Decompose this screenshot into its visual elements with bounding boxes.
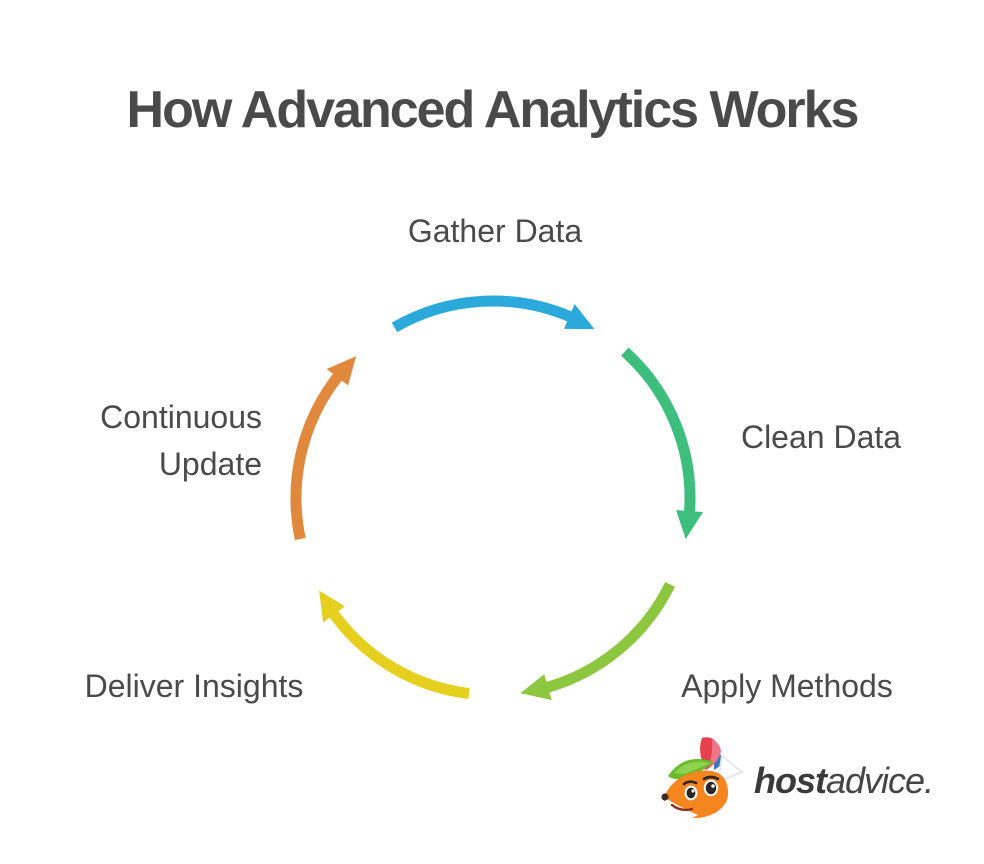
cycle-arrow-clean-data: [621, 347, 696, 515]
page-title: How Advanced Analytics Works: [126, 81, 860, 139]
cycle-arrowhead-continuous-update: [326, 356, 357, 386]
step-label-gather-data: Gather Data: [407, 213, 583, 249]
step-label-continuous-update: Continuous Update: [100, 399, 262, 482]
step-label-apply-methods: Apply Methods: [681, 668, 893, 704]
hostadvice-wordmark: hostadvice.: [754, 760, 934, 802]
cycle-arrow-gather-data: [391, 295, 575, 333]
cycle-arrow-continuous-update: [290, 371, 344, 541]
cycle-arrow-apply-methods: [543, 581, 676, 694]
step-label-clean-data: Clean Data: [740, 419, 902, 455]
cycle-arrow-deliver-insights: [327, 608, 470, 699]
cycle-arrowhead-apply-methods: [520, 674, 552, 701]
step-label-deliver-insights: Deliver Insights: [84, 668, 304, 704]
cycle-arrowhead-clean-data: [676, 510, 704, 539]
cycle-arrowhead-deliver-insights: [319, 590, 345, 623]
hostadvice-fox-icon: [661, 737, 744, 819]
logo-text-host: host: [754, 760, 827, 801]
logo-text-advice: advice.: [826, 760, 934, 801]
hostadvice-logo: hostadvice.: [656, 736, 934, 826]
cycle-arrowhead-gather-data: [564, 303, 595, 330]
